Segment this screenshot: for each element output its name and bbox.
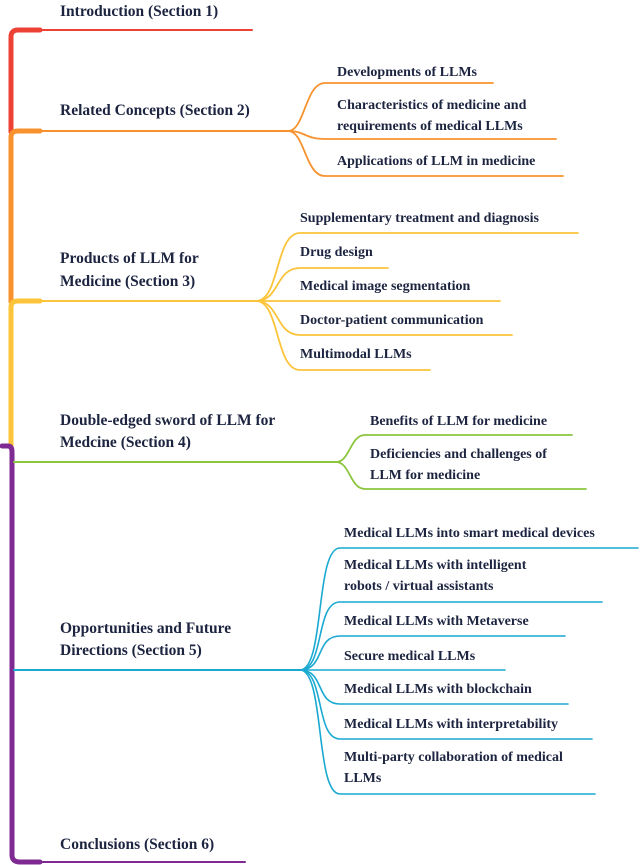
section-5-child-4: Secure medical LLMs: [344, 649, 476, 664]
section-2-child-3: Applications of LLM in medicine: [337, 154, 536, 169]
section-5-child-5: Medical LLMs with blockchain: [344, 682, 532, 697]
section-2-child-2-line-1: Characteristics of medicine and: [337, 98, 527, 113]
section-2-title: Related Concepts (Section 2): [60, 102, 250, 119]
section-4-title-line-1: Double-edged sword of LLM for: [60, 412, 276, 429]
section-2-lines: [8, 82, 564, 305]
section-5-child-1: Medical LLMs into smart medical devices: [344, 526, 595, 541]
section-3-title-line-1: Products of LLM for: [60, 250, 199, 267]
section-5-child-6: Medical LLMs with interpretability: [344, 717, 558, 732]
section-1-title: Introduction (Section 1): [60, 3, 219, 20]
section-1-lines: [8, 27, 253, 135]
section-5-child-7-line-1: Multi-party collaboration of medical: [344, 750, 563, 765]
section-3-title-line-2: Medicine (Section 3): [60, 273, 196, 290]
section-5-child-3: Medical LLMs with Metaverse: [344, 614, 529, 629]
section-5-title-line-2: Directions (Section 5): [60, 642, 202, 659]
section-5-child-2-line-2: robots / virtual assistants: [344, 579, 494, 594]
section-4-lines: [13, 434, 587, 490]
section-4-child-1: Benefits of LLM for medicine: [370, 414, 548, 429]
section-4-child-2-line-2: LLM for medicine: [370, 468, 481, 483]
section-4-title-line-2: Medcine (Section 4): [60, 434, 191, 451]
section-5-lines: [13, 547, 639, 795]
section-3-child-4: Doctor-patient communication: [300, 313, 484, 328]
section-3-child-5: Multimodal LLMs: [300, 347, 412, 362]
section-4-child-2-line-1: Deficiencies and challenges of: [370, 447, 547, 462]
section-5-title-line-1: Opportunities and Future: [60, 620, 232, 637]
section-3-child-1: Supplementary treatment and diagnosis: [300, 211, 539, 226]
section-2-child-2-line-2: requirements of medical LLMs: [337, 119, 523, 134]
section-3-child-2: Drug design: [300, 245, 373, 260]
section-3-child-3: Medical image segmentation: [300, 279, 471, 294]
section-6-lines: [0, 443, 246, 865]
section-5-child-2-line-1: Medical LLMs with intelligent: [344, 558, 527, 573]
section-2-child-1: Developments of LLMs: [337, 65, 477, 80]
section-5-child-7-line-2: LLMs: [344, 771, 382, 786]
section-6-title: Conclusions (Section 6): [60, 836, 215, 853]
section-3-lines: [8, 232, 579, 450]
